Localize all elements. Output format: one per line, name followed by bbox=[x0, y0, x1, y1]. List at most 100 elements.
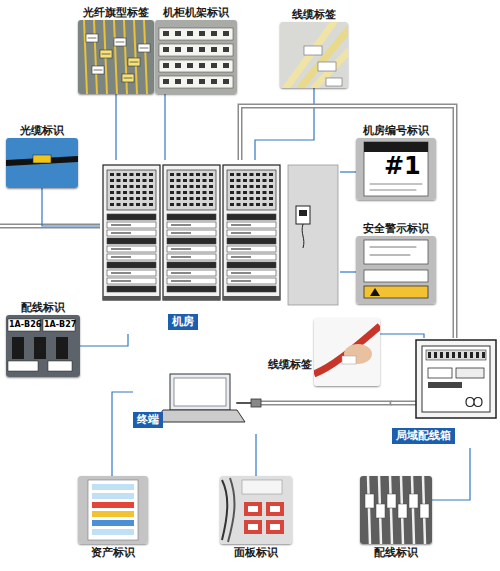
tag-text-mark bbox=[130, 62, 138, 63]
port bbox=[269, 185, 273, 188]
leader-path bbox=[42, 188, 100, 226]
port bbox=[110, 179, 114, 182]
port bbox=[149, 173, 153, 176]
patch-panel bbox=[107, 170, 156, 210]
node-caption: 机房编号标识 bbox=[356, 124, 436, 138]
port bbox=[203, 179, 207, 182]
leader-line bbox=[432, 448, 470, 500]
leader-path bbox=[80, 334, 128, 346]
wire bbox=[412, 476, 414, 544]
panel-label bbox=[266, 520, 284, 534]
rack-unit bbox=[107, 286, 156, 292]
node-caption: 机柜机架标识 bbox=[155, 6, 237, 20]
rack-unit bbox=[167, 254, 216, 260]
panel-label bbox=[244, 502, 262, 516]
unit-slot bbox=[171, 256, 191, 258]
patch-cord bbox=[237, 402, 251, 404]
port bbox=[130, 197, 134, 200]
unit-slot bbox=[171, 224, 191, 226]
port bbox=[250, 191, 254, 194]
port bbox=[175, 63, 181, 68]
port bbox=[223, 79, 229, 84]
wall-panel bbox=[288, 165, 338, 305]
photo-art bbox=[360, 476, 432, 544]
port bbox=[243, 197, 247, 200]
port bbox=[143, 185, 147, 188]
sign-text-mark bbox=[370, 247, 416, 248]
unit-slot bbox=[171, 232, 191, 234]
port bbox=[190, 191, 194, 194]
port bbox=[177, 173, 181, 176]
port bbox=[209, 197, 213, 200]
terminal-strip bbox=[426, 350, 486, 360]
terminal bbox=[464, 352, 467, 358]
cable-connector bbox=[251, 399, 261, 407]
fiber-band bbox=[33, 155, 51, 163]
wire-boot bbox=[12, 337, 24, 359]
port bbox=[237, 179, 241, 182]
label-photo: 线缆标签 bbox=[268, 318, 380, 386]
port bbox=[263, 191, 267, 194]
port bbox=[209, 185, 213, 188]
port bbox=[237, 203, 241, 206]
equipment-label: 局域配线箱 bbox=[392, 428, 455, 444]
rack-unit bbox=[167, 286, 216, 292]
port bbox=[199, 63, 205, 68]
asset-label bbox=[92, 520, 134, 526]
wire-sleeve bbox=[420, 504, 429, 518]
terminal bbox=[476, 352, 479, 358]
rack-unit bbox=[167, 214, 216, 220]
photo-bg bbox=[78, 20, 154, 94]
photo-bg bbox=[155, 20, 237, 94]
label-photo: 资产标识 bbox=[78, 476, 148, 560]
port bbox=[183, 179, 187, 182]
unit-slot bbox=[231, 248, 251, 250]
photo-art bbox=[220, 476, 292, 544]
port bbox=[263, 173, 267, 176]
asset-label bbox=[92, 529, 134, 535]
wire-tag bbox=[48, 361, 72, 371]
port bbox=[209, 203, 213, 206]
port bbox=[211, 79, 217, 84]
port bbox=[136, 185, 140, 188]
patch-panel bbox=[167, 170, 216, 210]
port bbox=[196, 185, 200, 188]
port bbox=[199, 79, 205, 84]
photo-art bbox=[280, 22, 348, 88]
port bbox=[256, 173, 260, 176]
photo-bg bbox=[6, 138, 78, 188]
port bbox=[123, 185, 127, 188]
leader-line bbox=[116, 94, 117, 160]
asset-label bbox=[92, 511, 134, 517]
label-photo: 机柜机架标识 bbox=[155, 6, 237, 94]
port bbox=[243, 179, 247, 182]
rack-unit bbox=[227, 222, 276, 228]
port bbox=[223, 47, 229, 52]
label-photo: 线缆标签 bbox=[280, 8, 348, 88]
port bbox=[269, 179, 273, 182]
photo-art bbox=[356, 236, 436, 304]
port bbox=[196, 203, 200, 206]
leader-path bbox=[432, 448, 470, 500]
port bbox=[130, 173, 134, 176]
fiber bbox=[94, 20, 97, 94]
unit-slot bbox=[111, 248, 131, 250]
rack-unit bbox=[107, 246, 156, 252]
port bbox=[123, 203, 127, 206]
panel-label-face bbox=[270, 524, 280, 530]
leader-line bbox=[42, 188, 100, 226]
port bbox=[123, 179, 127, 182]
node-caption: 线缆标签 bbox=[280, 8, 348, 22]
device-wire bbox=[302, 224, 304, 248]
leader-line bbox=[112, 392, 133, 476]
port bbox=[256, 185, 260, 188]
port bbox=[149, 197, 153, 200]
photo-bg bbox=[280, 22, 348, 88]
tag-text-mark bbox=[124, 78, 132, 79]
rack-unit bbox=[167, 262, 216, 268]
sign-text-mark bbox=[370, 184, 422, 185]
port bbox=[170, 173, 174, 176]
port bbox=[117, 197, 121, 200]
wire-sleeve bbox=[376, 504, 385, 518]
rack-unit bbox=[227, 214, 276, 220]
